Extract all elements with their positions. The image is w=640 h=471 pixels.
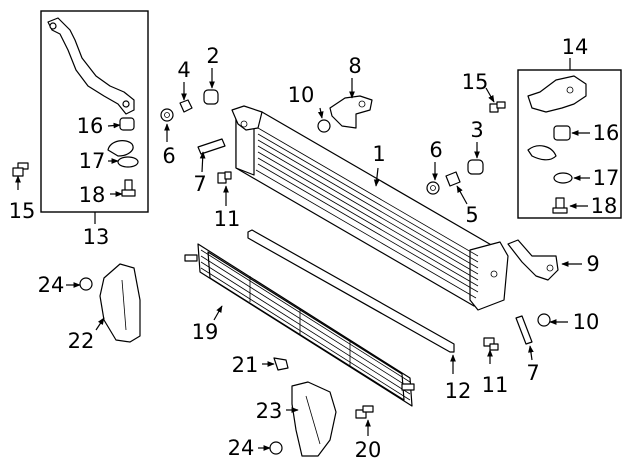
- callout-15-left: 15: [9, 199, 36, 223]
- callout-12: 12: [445, 379, 472, 403]
- callout-1: 1: [372, 142, 385, 166]
- callout-17-right: 17: [593, 166, 620, 190]
- callout-14: 14: [562, 35, 589, 59]
- stud-7-right: [515, 315, 533, 345]
- nut-6-left: [160, 108, 174, 122]
- callout-17-left: 17: [79, 149, 106, 173]
- callout-20: 20: [355, 438, 382, 462]
- callout-3: 3: [470, 118, 483, 142]
- leader-19: [213, 305, 223, 321]
- right-washer: [527, 145, 573, 184]
- callout-2: 2: [206, 44, 219, 68]
- callout-23: 23: [256, 399, 283, 423]
- leader-15-right: [485, 87, 495, 103]
- left-bolt: [121, 179, 136, 197]
- air-shutter-19: [184, 243, 415, 407]
- leader-7-right: [528, 345, 534, 361]
- callout-7-left: 7: [193, 172, 206, 196]
- callout-6-right: 6: [429, 138, 442, 162]
- leader-1: [373, 167, 380, 187]
- bolt-15-left: [12, 162, 29, 177]
- nut-10-right: [537, 313, 551, 327]
- callout-11-right: 11: [482, 373, 509, 397]
- callout-10-right: 10: [573, 310, 600, 334]
- callout-19: 19: [192, 320, 219, 344]
- grommet-3: [467, 159, 484, 175]
- callout-21: 21: [232, 353, 259, 377]
- radiator-core: [231, 105, 509, 311]
- callout-7-right: 7: [526, 361, 539, 385]
- leader-22: [95, 317, 105, 331]
- clip-24-bottom: [269, 441, 283, 455]
- clip-24-left: [79, 277, 93, 291]
- grommet-2: [203, 89, 219, 105]
- bolt-20: [355, 405, 374, 419]
- right-grommet: [553, 125, 571, 141]
- callout-18-left: 18: [79, 183, 106, 207]
- callout-9: 9: [586, 252, 599, 276]
- clip-21: [273, 357, 289, 371]
- callout-6-left: 6: [162, 144, 175, 168]
- bushing-5: [445, 171, 461, 187]
- deflector-23: [291, 381, 337, 457]
- callout-18-right: 18: [591, 194, 618, 218]
- side-bracket-9: [507, 239, 559, 281]
- callout-16-right: 16: [593, 121, 620, 145]
- callout-22: 22: [68, 329, 95, 353]
- bolt-11-left: [217, 171, 232, 184]
- leader-5: [456, 185, 468, 205]
- nut-10-top: [317, 119, 331, 133]
- left-grommet: [119, 117, 135, 131]
- nut-6-right: [426, 181, 440, 195]
- bolt-15-right: [489, 101, 506, 113]
- callout-4: 4: [177, 58, 190, 82]
- callout-5: 5: [465, 203, 478, 227]
- right-mounting-bracket: [527, 75, 587, 113]
- leader-7-left: [199, 151, 206, 173]
- bushing-4: [179, 99, 193, 113]
- right-bolt: [552, 197, 568, 214]
- bolt-11-right: [483, 337, 499, 351]
- upper-bracket-8: [329, 95, 373, 129]
- leader-16-left: [107, 122, 121, 129]
- left-washer: [107, 140, 139, 168]
- deflector-22: [99, 263, 141, 343]
- left-mounting-bracket: [47, 17, 135, 115]
- leader-10-top: [317, 107, 324, 119]
- callout-10-top: 10: [288, 83, 315, 107]
- callout-24-left: 24: [38, 273, 65, 297]
- callout-8: 8: [348, 54, 361, 78]
- callout-11-left: 11: [214, 207, 241, 231]
- callout-16-left: 16: [77, 114, 104, 138]
- seal-strip-12: [247, 229, 455, 353]
- callout-24-bottom: 24: [228, 436, 255, 460]
- stud-7-left: [197, 138, 226, 155]
- callout-15-right: 15: [462, 70, 489, 94]
- callout-13: 13: [83, 225, 110, 249]
